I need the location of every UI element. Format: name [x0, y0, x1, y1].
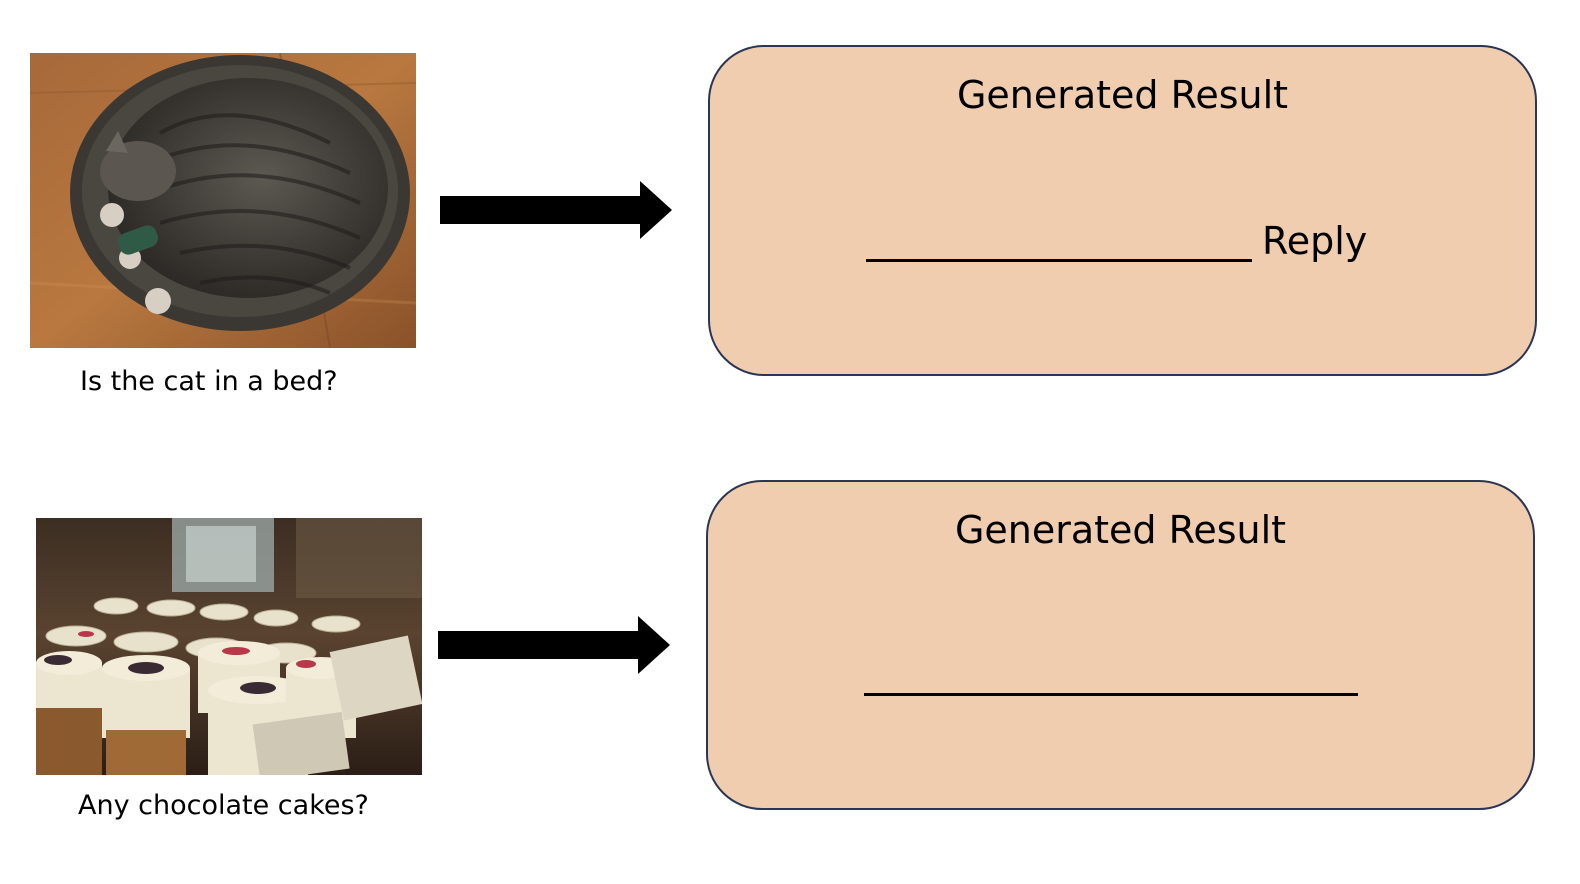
answer-suffix: Reply [1262, 219, 1368, 263]
generated-result-box: Generated Result Reply [708, 45, 1537, 376]
question-caption: Any chocolate cakes? [78, 790, 369, 821]
result-title: Generated Result [956, 73, 1289, 117]
cat-in-bed-image [30, 53, 416, 348]
answer-blank [866, 259, 1252, 262]
answer-blank [864, 693, 1358, 696]
cat-photo [30, 53, 416, 348]
generated-result-box: Generated Result [706, 480, 1535, 810]
right-arrow-icon [440, 181, 672, 239]
right-arrow-icon [438, 616, 670, 674]
result-title: Generated Result [954, 508, 1287, 552]
cakes-photo [36, 518, 422, 775]
cake-display-image [36, 518, 422, 775]
question-caption: Is the cat in a bed? [80, 366, 338, 397]
